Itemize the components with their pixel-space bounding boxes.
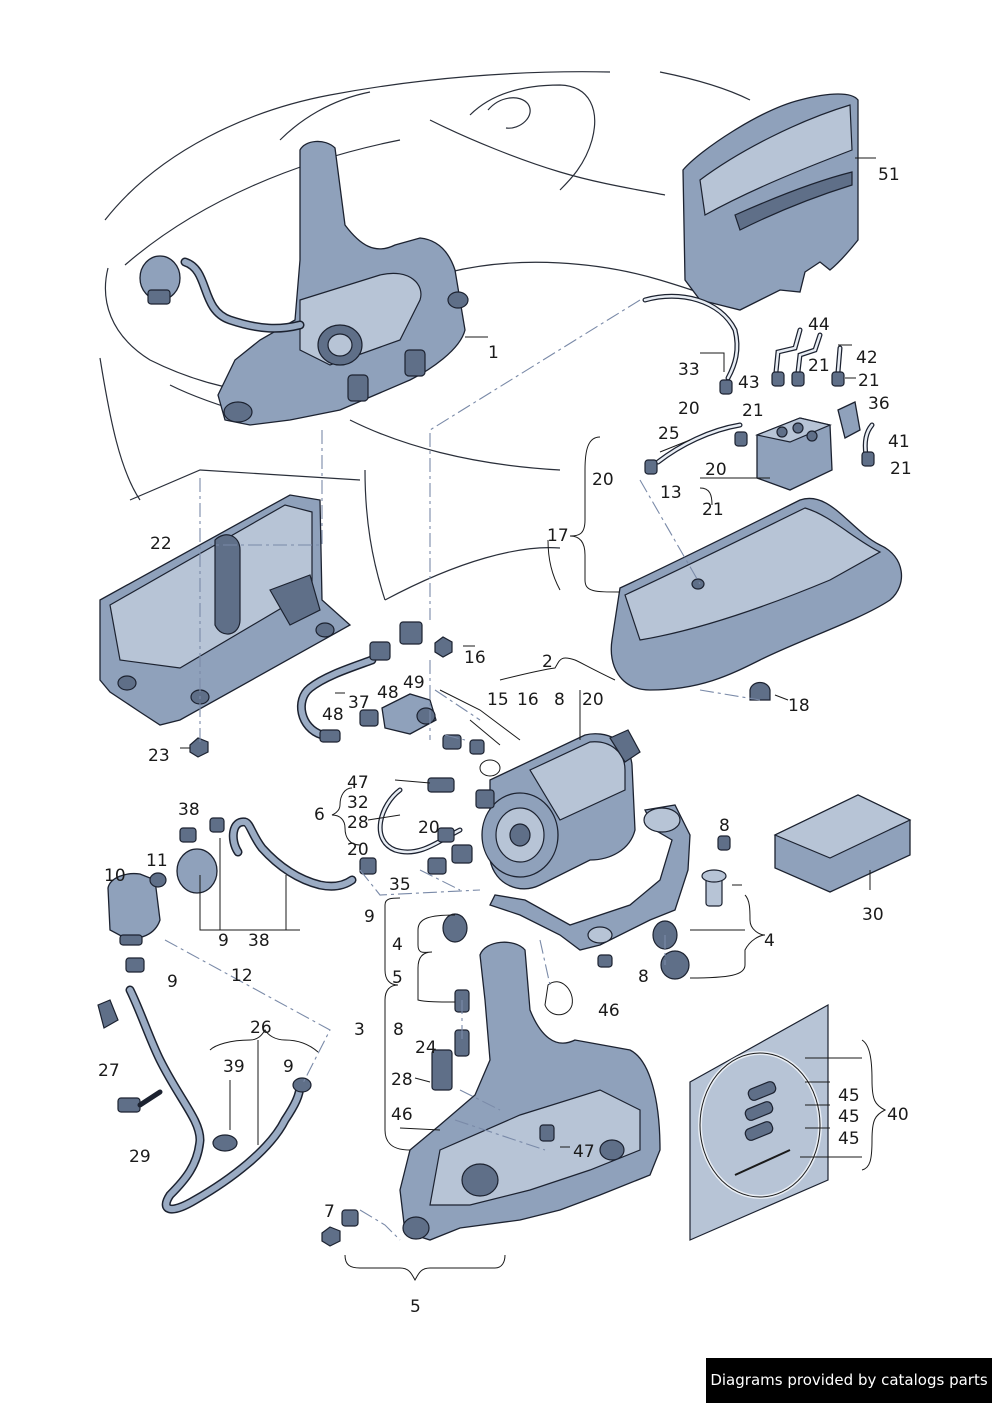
callout-17: 17 (547, 526, 569, 546)
callout-45c: 45 (838, 1129, 860, 1149)
callout-20f: 20 (347, 840, 369, 860)
clamp-part-39[interactable] (212, 1134, 238, 1152)
callout-16b: 16 (517, 690, 539, 710)
callout-9d: 9 (283, 1057, 294, 1077)
callout-6: 6 (314, 805, 325, 825)
callout-40: 40 (887, 1105, 909, 1125)
bolt-part-7[interactable] (321, 1209, 359, 1247)
callout-2: 2 (542, 652, 553, 672)
callout-28b: 28 (391, 1070, 413, 1090)
callout-12: 12 (231, 966, 253, 986)
callout-44: 44 (808, 315, 830, 335)
hose-part-12[interactable] (125, 817, 357, 1214)
callout-45a: 45 (838, 1086, 860, 1106)
callout-35: 35 (389, 875, 411, 895)
repair-kit-part-40[interactable] (689, 1003, 829, 1241)
callout-29: 29 (129, 1147, 151, 1167)
valve-block-part-13[interactable] (642, 293, 875, 491)
callout-9c: 9 (167, 972, 178, 992)
callout-28a: 28 (347, 813, 369, 833)
callout-37: 37 (348, 693, 370, 713)
callout-9b: 9 (218, 931, 229, 951)
callout-24: 24 (415, 1038, 437, 1058)
callout-20c: 20 (592, 470, 614, 490)
callout-21b: 21 (858, 371, 880, 391)
callout-32: 32 (347, 793, 369, 813)
callout-21a: 21 (808, 356, 830, 376)
callout-47b: 47 (573, 1142, 595, 1162)
callout-20b: 20 (705, 460, 727, 480)
callout-27: 27 (98, 1061, 120, 1081)
compressor-part-2[interactable] (475, 729, 641, 890)
callout-36: 36 (868, 394, 890, 414)
air-reservoir-part-17[interactable] (610, 497, 903, 701)
callout-16a: 16 (464, 648, 486, 668)
tray-part-22[interactable] (99, 494, 352, 758)
callout-20d: 20 (582, 690, 604, 710)
callout-labels: 51 1 33 43 44 42 21 21 20 21 36 25 41 20… (98, 165, 912, 1317)
callout-8a: 8 (554, 690, 565, 710)
callout-42: 42 (856, 348, 878, 368)
provider-credit-banner: Diagrams provided by catalogs parts (706, 1358, 992, 1403)
callout-8b: 8 (719, 816, 730, 836)
provider-credit-text: Diagrams provided by catalogs parts (710, 1371, 988, 1389)
callout-4a: 4 (392, 935, 403, 955)
callout-10: 10 (104, 866, 126, 886)
silencer-part-38[interactable] (176, 817, 225, 894)
callout-30: 30 (862, 905, 884, 925)
clamp-part-9[interactable] (292, 1077, 312, 1093)
callout-7: 7 (324, 1202, 335, 1222)
callout-48a: 48 (377, 683, 399, 703)
callout-46b: 46 (391, 1105, 413, 1125)
callout-51: 51 (878, 165, 900, 185)
callout-20a: 20 (678, 399, 700, 419)
callout-9a: 9 (364, 907, 375, 927)
callout-48b: 48 (322, 705, 344, 725)
connector-part-29[interactable] (117, 1089, 163, 1113)
callout-11: 11 (146, 851, 168, 871)
callout-38b: 38 (248, 931, 270, 951)
callout-13: 13 (660, 483, 682, 503)
callout-20e: 20 (418, 818, 440, 838)
callout-38a: 38 (178, 800, 200, 820)
callout-5b: 5 (410, 1297, 421, 1317)
callout-33: 33 (678, 360, 700, 380)
callout-22: 22 (150, 534, 172, 554)
callout-43: 43 (738, 373, 760, 393)
callout-21c: 21 (742, 401, 764, 421)
callout-21e: 21 (702, 500, 724, 520)
callout-3: 3 (354, 1020, 365, 1040)
pressure-valve-part-49[interactable] (297, 621, 437, 743)
callout-41: 41 (888, 432, 910, 452)
dashed-guide-lines (164, 299, 761, 1241)
callout-18: 18 (788, 696, 810, 716)
callout-8c: 8 (638, 967, 649, 987)
callout-23: 23 (148, 746, 170, 766)
callout-45b: 45 (838, 1107, 860, 1127)
callout-49: 49 (403, 673, 425, 693)
callout-8d: 8 (393, 1020, 404, 1040)
callout-26: 26 (250, 1018, 272, 1038)
callout-5a: 5 (392, 968, 403, 988)
fittings-cluster-16[interactable] (359, 636, 501, 875)
callout-47a: 47 (347, 773, 369, 793)
cover-part-51[interactable] (682, 93, 859, 311)
callout-25: 25 (658, 424, 680, 444)
compressor-assembly-top-part-1[interactable] (139, 140, 469, 426)
callout-21d: 21 (890, 459, 912, 479)
subframe-bracket-part-3[interactable] (399, 941, 661, 1241)
control-unit-part-30[interactable] (773, 794, 912, 893)
callout-39: 39 (223, 1057, 245, 1077)
callout-46a: 46 (598, 1001, 620, 1021)
filter-part-10[interactable] (107, 872, 167, 973)
callout-4b: 4 (764, 931, 775, 951)
callout-leaders (180, 157, 887, 1281)
clip-part-27[interactable] (97, 999, 119, 1029)
tube-lines-top (642, 293, 875, 465)
callout-1: 1 (488, 343, 499, 363)
callout-15: 15 (487, 690, 509, 710)
